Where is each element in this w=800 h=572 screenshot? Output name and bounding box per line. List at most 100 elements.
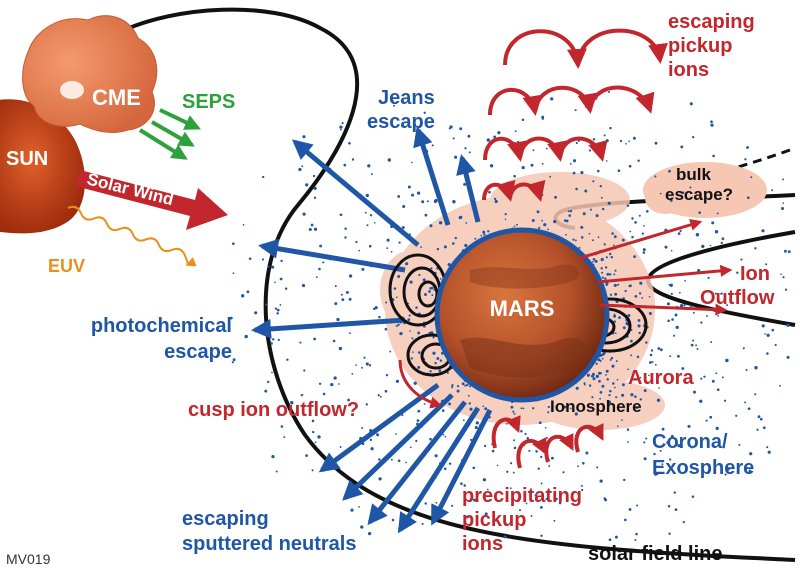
exosphere-dot [409,280,413,284]
exosphere-dot [463,182,467,186]
exosphere-dot [431,144,434,147]
exosphere-dot [684,279,686,282]
exosphere-dot [555,497,558,501]
exosphere-dot [504,218,507,221]
exosphere-dot [368,244,372,248]
exosphere-dot [683,303,686,307]
exosphere-dot [592,377,596,381]
exosphere-dot [569,407,572,410]
exosphere-dot [596,466,599,469]
exosphere-dot [513,439,516,442]
exosphere-dot [439,359,443,362]
exosphere-dot [430,286,434,290]
exosphere-dot [411,193,415,197]
exosphere-dot [549,175,552,178]
exosphere-dot [595,374,599,379]
exosphere-dot [482,405,485,408]
exosphere-dot [290,401,294,405]
exosphere-dot [312,430,315,434]
exosphere-dot [603,243,606,246]
exosphere-dot [365,403,368,406]
exosphere-dot [627,368,630,371]
seps-label: SEPS [182,91,235,113]
exosphere-dot [340,128,342,131]
exosphere-dot [622,478,626,482]
exosphere-dot [608,393,611,397]
exosphere-dot [277,413,281,416]
exosphere-dot [395,296,398,299]
exosphere-dot [595,362,598,365]
exosphere-dot [483,444,487,448]
exosphere-dot [588,232,591,235]
photochemical-label-line2: escape [164,341,232,363]
exosphere-dot [550,97,554,101]
exosphere-dot [532,149,535,152]
exosphere-dot [603,497,606,500]
exosphere-dot [634,295,638,298]
exosphere-dot [639,398,642,401]
exosphere-dot [669,355,672,358]
exosphere-dot [605,256,608,259]
exosphere-dot [395,433,397,435]
exosphere-dot [452,242,455,245]
exosphere-dot [749,452,753,456]
exosphere-dot [689,102,693,106]
exosphere-dot [301,165,304,168]
exosphere-dot [532,407,535,410]
exosphere-dot [395,324,398,328]
exosphere-dot [537,467,540,470]
escaping-pickup-ion-loops [482,28,668,202]
exosphere-dot [592,138,596,141]
exosphere-dot [512,410,515,413]
exosphere-dot [518,509,522,512]
exosphere-dot [677,232,681,235]
exosphere-dot [745,368,748,372]
exosphere-dot [339,125,343,129]
exosphere-dot [787,250,791,254]
exosphere-dot [780,206,785,211]
exosphere-dot [641,232,645,235]
exosphere-dot [365,362,369,366]
exosphere-dot [452,137,455,140]
exosphere-dot [422,278,426,282]
exosphere-dot [541,162,544,165]
exosphere-dot [638,292,642,295]
exosphere-dot [740,258,743,261]
exosphere-dot [638,214,641,217]
exosphere-dot [448,402,452,406]
exosphere-dot [674,313,678,317]
exosphere-dot [541,219,543,222]
exosphere-dot [443,245,447,249]
exosphere-dot [767,450,771,454]
exosphere-dot [705,314,708,317]
exosphere-dot [565,219,569,223]
exosphere-dot [424,502,427,505]
exosphere-dot [668,169,671,173]
exosphere-dot [513,412,516,415]
exosphere-dot [438,369,442,373]
exosphere-dot [351,158,355,161]
exosphere-dot [275,470,278,473]
exosphere-dot [509,487,512,490]
exosphere-dot [671,318,674,321]
exosphere-dot [762,426,766,430]
exosphere-dot [284,287,288,290]
exosphere-dot [467,394,470,397]
exosphere-dot [784,288,788,291]
exosphere-dot [545,147,548,150]
exosphere-dot [562,471,565,474]
exosphere-dot [303,369,306,372]
exosphere-dot [267,265,270,268]
exosphere-dot [305,454,308,457]
exosphere-dot [468,402,471,405]
exosphere-dot [441,409,445,412]
exosphere-dot [613,244,615,247]
exosphere-dot [712,154,715,158]
exosphere-dot [661,463,664,466]
exosphere-dot [389,350,392,353]
exosphere-dot [648,295,651,298]
exosphere-dot [484,512,488,516]
exosphere-dot [695,233,700,237]
exosphere-dot [367,164,371,168]
solar-field-line-label: solar field line [588,543,722,565]
